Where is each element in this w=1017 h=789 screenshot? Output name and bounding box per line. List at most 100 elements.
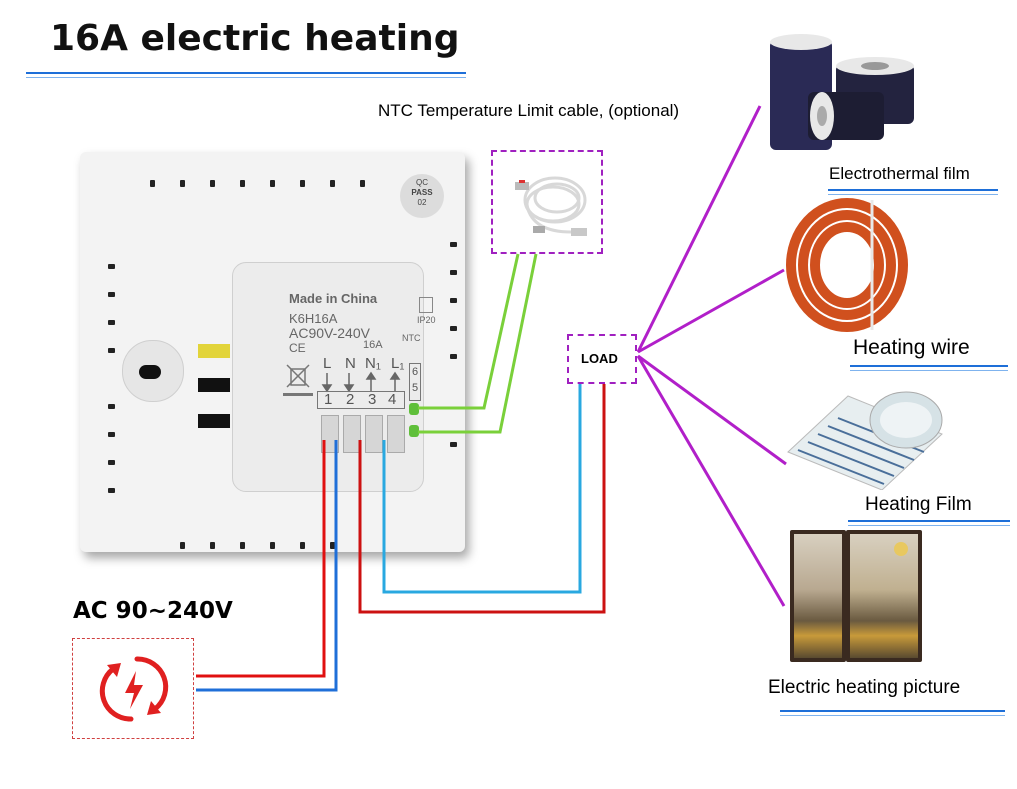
ntc-terminal-screw bbox=[409, 403, 419, 415]
page-title: 16A electric heating bbox=[50, 18, 460, 59]
qc-badge-line2: PASS bbox=[411, 188, 433, 197]
terminal-number-1: 1 bbox=[324, 391, 333, 408]
load-underline bbox=[828, 194, 998, 195]
vent bbox=[108, 348, 115, 353]
power-source-box bbox=[72, 638, 194, 739]
vent bbox=[108, 292, 115, 297]
branch-heating-picture bbox=[636, 355, 786, 607]
heating-picture-panel-1 bbox=[790, 530, 846, 662]
terminal-4 bbox=[387, 415, 405, 453]
heating-picture-panel-2 bbox=[846, 530, 922, 662]
vent bbox=[108, 460, 115, 465]
branch-heating-wire bbox=[637, 268, 785, 354]
vent bbox=[330, 542, 335, 549]
title-underline bbox=[26, 72, 466, 74]
ntc-caption: NTC Temperature Limit cable, (optional) bbox=[378, 101, 680, 120]
terminal-number-3: 3 bbox=[368, 391, 377, 408]
load-underline bbox=[828, 189, 998, 191]
vent bbox=[270, 180, 275, 187]
relay-latch bbox=[198, 344, 230, 358]
vent bbox=[330, 180, 335, 187]
vent bbox=[450, 298, 457, 303]
heating-film-image bbox=[787, 391, 943, 490]
ntc-terminal-screw bbox=[409, 425, 419, 437]
ntc-label: NTC bbox=[402, 333, 421, 343]
mounting-slot bbox=[122, 340, 184, 402]
terminal-number-2: 2 bbox=[346, 391, 355, 408]
vent bbox=[210, 542, 215, 549]
weee-bar bbox=[283, 393, 313, 396]
mounting-hole bbox=[139, 365, 161, 379]
ntc-wire-1 bbox=[418, 253, 520, 410]
terminal-number-box: 1 2 3 4 bbox=[317, 391, 405, 409]
painting-art bbox=[850, 534, 918, 658]
terminal-letter-4: L₁ bbox=[391, 355, 405, 372]
load-box: LOAD bbox=[567, 334, 637, 384]
ntc-cable-box bbox=[491, 150, 603, 254]
vent bbox=[108, 320, 115, 325]
terminal-3 bbox=[365, 415, 383, 453]
power-neutral-wire bbox=[196, 440, 338, 692]
qc-badge-line3: 02 bbox=[417, 198, 427, 207]
branch-heating-film bbox=[637, 354, 787, 466]
model-label: K6H16A bbox=[289, 311, 338, 326]
made-in-label: Made in China bbox=[289, 291, 378, 306]
current-label: 16A bbox=[363, 339, 383, 351]
load-underline bbox=[850, 365, 1008, 367]
vent bbox=[150, 180, 155, 187]
vent bbox=[180, 180, 185, 187]
painting-moon bbox=[894, 542, 908, 556]
terminal-2 bbox=[343, 415, 361, 453]
terminal-letter-2: N bbox=[345, 355, 356, 372]
terminal-number-4: 4 bbox=[388, 391, 397, 408]
vent bbox=[108, 264, 115, 269]
load-label: LOAD bbox=[581, 351, 618, 366]
voltage-label: AC90V-240V bbox=[289, 325, 370, 341]
qc-pass-badge: QC PASS 02 bbox=[400, 174, 444, 218]
vent bbox=[108, 432, 115, 437]
vent bbox=[108, 404, 115, 409]
title-underline-secondary bbox=[26, 77, 466, 78]
load-underline bbox=[848, 525, 1010, 526]
ntc-cable-icon bbox=[515, 176, 587, 236]
power-plug-icon bbox=[99, 656, 169, 722]
power-live-wire bbox=[196, 440, 326, 678]
vent bbox=[450, 326, 457, 331]
relay-slot bbox=[198, 378, 230, 392]
weee-bin-icon bbox=[286, 364, 310, 388]
vent bbox=[180, 542, 185, 549]
load-neutral-wire bbox=[382, 384, 582, 594]
vent bbox=[240, 180, 245, 187]
ntc-wire-2 bbox=[418, 253, 538, 434]
vent bbox=[450, 242, 457, 247]
power-label: AC 90~240V bbox=[73, 598, 233, 624]
vent bbox=[300, 542, 305, 549]
vent bbox=[450, 270, 457, 275]
terminal-letter-1: L bbox=[323, 355, 332, 372]
branch-electrothermal-film bbox=[636, 105, 762, 353]
vent bbox=[108, 488, 115, 493]
painting-art bbox=[794, 534, 842, 658]
vent bbox=[450, 354, 457, 359]
electrothermal-film-image bbox=[770, 34, 914, 150]
heating-wire-image bbox=[786, 198, 908, 332]
load-live-wire bbox=[358, 384, 606, 614]
ip-rating-label: IP20 bbox=[417, 315, 436, 325]
qc-badge-line1: QC bbox=[416, 178, 428, 187]
terminal-letter-3: N₁ bbox=[365, 355, 381, 372]
load-heating-wire-label: Heating wire bbox=[853, 336, 970, 359]
load-underline bbox=[848, 520, 1010, 522]
load-underline bbox=[780, 715, 1005, 716]
ce-mark: CE bbox=[289, 341, 306, 355]
load-electrothermal-film-label: Electrothermal film bbox=[829, 164, 970, 183]
relay-module: Made in China K6H16A AC90V-240V 16A IP20… bbox=[232, 262, 436, 492]
load-underline bbox=[780, 710, 1005, 712]
vent bbox=[210, 180, 215, 187]
vent bbox=[360, 180, 365, 187]
terminal-arrows bbox=[321, 371, 401, 393]
vent bbox=[300, 180, 305, 187]
ntc-terminal-6: 6 bbox=[411, 366, 419, 378]
vent bbox=[270, 542, 275, 549]
vent bbox=[450, 442, 457, 447]
